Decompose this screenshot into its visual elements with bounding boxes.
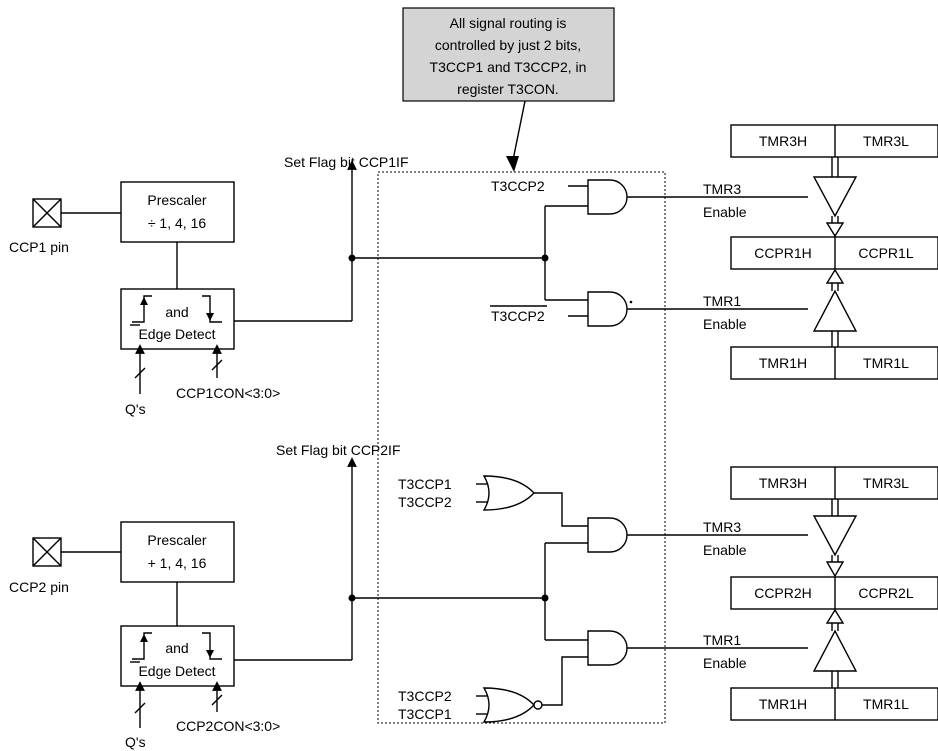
ccp2-edge-and: and	[165, 640, 188, 656]
ccp2-reg-tmr3h: TMR3H	[759, 475, 807, 491]
ccp2-con-label: CCP2CON<3:0>	[176, 718, 280, 734]
callout-box: All signal routing is controlled by just…	[402, 7, 615, 102]
ccp2-nor-gate	[482, 687, 535, 723]
ccp1-reg-tmr3l: TMR3L	[863, 133, 909, 149]
ccp1-edge-detect-label: Edge Detect	[138, 326, 215, 342]
callout-line-2: controlled by just 2 bits,	[435, 37, 581, 53]
ccp1-reg-tmr3h: TMR3H	[759, 133, 807, 149]
ccp1-prescaler-block	[120, 181, 235, 243]
ccp1-qs-label: Q's	[125, 401, 146, 417]
ccp2-reg-tmr1l: TMR1L	[863, 696, 909, 712]
ccp1-tmr1-register: TMR1H TMR1L	[730, 346, 938, 380]
ccp1-pin-label: CCP1 pin	[9, 239, 69, 255]
ccp2-reg-ccprh: CCPR2H	[754, 585, 812, 601]
routing-region	[377, 171, 666, 724]
ccp2-or-input-2: T3CCP2	[398, 494, 452, 510]
ccp2-tmr3-enable-1: TMR3	[703, 519, 741, 535]
ccp1-tmr3-buffer	[812, 157, 858, 238]
ccp2-tmr3-register: TMR3H TMR3L	[730, 466, 938, 500]
ccp2-tmr1-enable-2: Enable	[703, 655, 747, 671]
ccp1-tmr3-and-gate	[587, 179, 628, 215]
callout-arrow	[506, 100, 526, 172]
ccp2-reg-tmr3l: TMR3L	[863, 475, 909, 491]
ccp1-edge-and: and	[165, 304, 188, 320]
ccp2-nor-input-1: T3CCP2	[398, 688, 452, 704]
ccp2-reg-tmr1h: TMR1H	[759, 696, 807, 712]
ccp2-flag-label: Set Flag bit CCP2IF	[276, 442, 401, 458]
ccp2-qs-label: Q's	[125, 734, 146, 750]
ccp2-nor-input-2: T3CCP1	[398, 706, 452, 722]
ccp2-or-input-1: T3CCP1	[398, 476, 452, 492]
ccp2-prescaler-block	[120, 521, 235, 583]
ccp2-reg-ccprl: CCPR2L	[858, 585, 913, 601]
ccp1-con-label: CCP1CON<3:0>	[176, 385, 280, 401]
ccp1-rising-edge-icon	[132, 295, 152, 323]
ccp2-tmr3-buffer	[812, 499, 858, 578]
ccp2-edge-detect-block	[120, 625, 235, 687]
ccp1-tmr1-enable-1: TMR1	[703, 293, 741, 309]
ccp2-tmr3-enable-2: Enable	[703, 542, 747, 558]
ccp2-tmr1-and-gate	[587, 630, 628, 666]
ccp1-tmr1-enable-2: Enable	[703, 316, 747, 332]
ccp2-prescaler-title: Prescaler	[147, 532, 206, 548]
ccp2-rising-edge-icon	[132, 632, 152, 660]
callout-line-4: register T3CON.	[457, 81, 559, 97]
ccp1-tmr3-enable-2: Enable	[703, 204, 747, 220]
ccp1-flag-label: Set Flag bit CCP1IF	[284, 154, 409, 170]
ccp1-falling-edge-icon	[202, 295, 222, 323]
ccp1-edge-detect-block	[120, 288, 235, 350]
ccp2-pin-icon	[32, 537, 62, 567]
ccp1-ccpr-register: CCPR1H CCPR1L	[730, 236, 938, 270]
ccp2-tmr1-buffer	[812, 608, 858, 688]
ccp2-tmr3-and-gate	[587, 517, 628, 553]
ccp1-tmr3-register: TMR3H TMR3L	[730, 124, 938, 158]
ccp2-pin-label: CCP2 pin	[9, 579, 69, 595]
ccp1-prescaler-title: Prescaler	[147, 192, 206, 208]
ccp1-pin-icon	[32, 198, 62, 228]
ccp2-or-gate	[482, 475, 535, 511]
ccp1-prescaler-ratio: ÷ 1, 4, 16	[148, 215, 206, 231]
ccp1-tmr1-and-gate	[587, 291, 628, 327]
ccp1-reg-tmr1l: TMR1L	[863, 355, 909, 371]
ccp1-gate-b-input: T3CCP2	[491, 308, 545, 324]
callout-line-1: All signal routing is	[450, 15, 567, 31]
ccp1-reg-ccprl: CCPR1L	[858, 245, 913, 261]
ccp2-ccpr-register: CCPR2H CCPR2L	[730, 576, 938, 610]
ccp1-tmr3-enable-1: TMR3	[703, 181, 741, 197]
ccp2-tmr1-enable-1: TMR1	[703, 632, 741, 648]
ccp2-edge-detect-label: Edge Detect	[138, 663, 215, 679]
ccp1-tmr1-buffer	[812, 268, 858, 347]
ccp2-prescaler-ratio: + 1, 4, 16	[148, 555, 207, 571]
ccp1-reg-ccprh: CCPR1H	[754, 245, 812, 261]
callout-line-3: T3CCP1 and T3CCP2, in	[430, 59, 587, 75]
ccp1-reg-tmr1h: TMR1H	[759, 355, 807, 371]
ccp2-tmr1-register: TMR1H TMR1L	[730, 687, 938, 721]
ccp2-falling-edge-icon	[202, 632, 222, 660]
ccp1-gate-a-input: T3CCP2	[491, 178, 545, 194]
